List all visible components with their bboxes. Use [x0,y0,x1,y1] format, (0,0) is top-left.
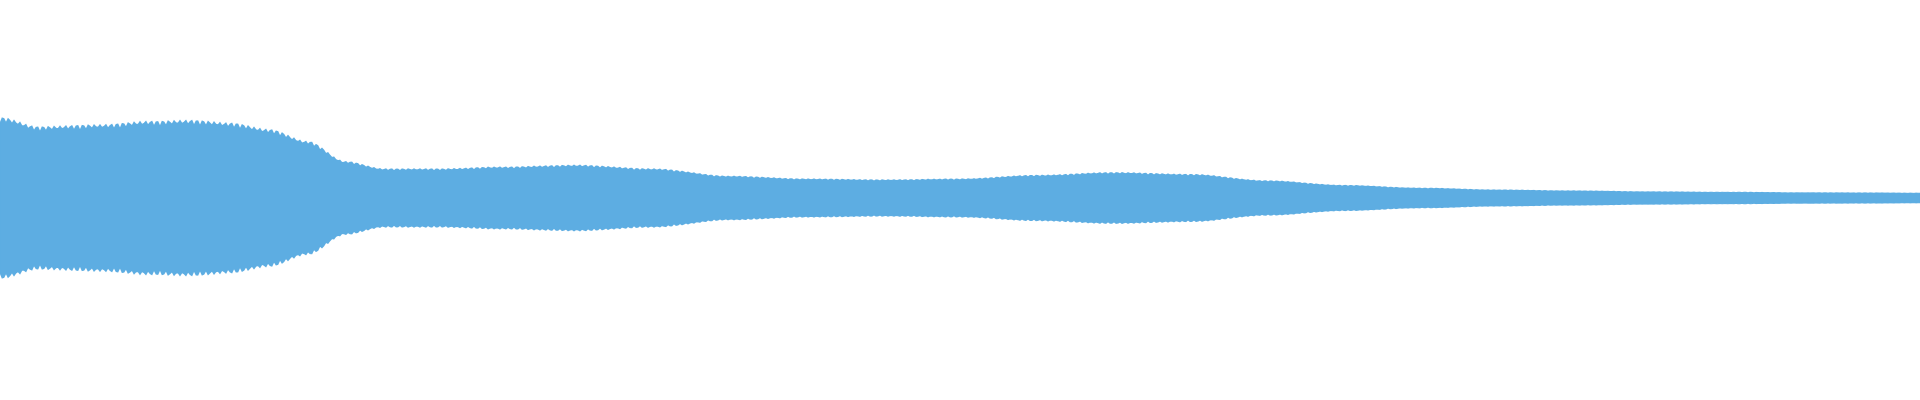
waveform-shape [0,117,1920,279]
